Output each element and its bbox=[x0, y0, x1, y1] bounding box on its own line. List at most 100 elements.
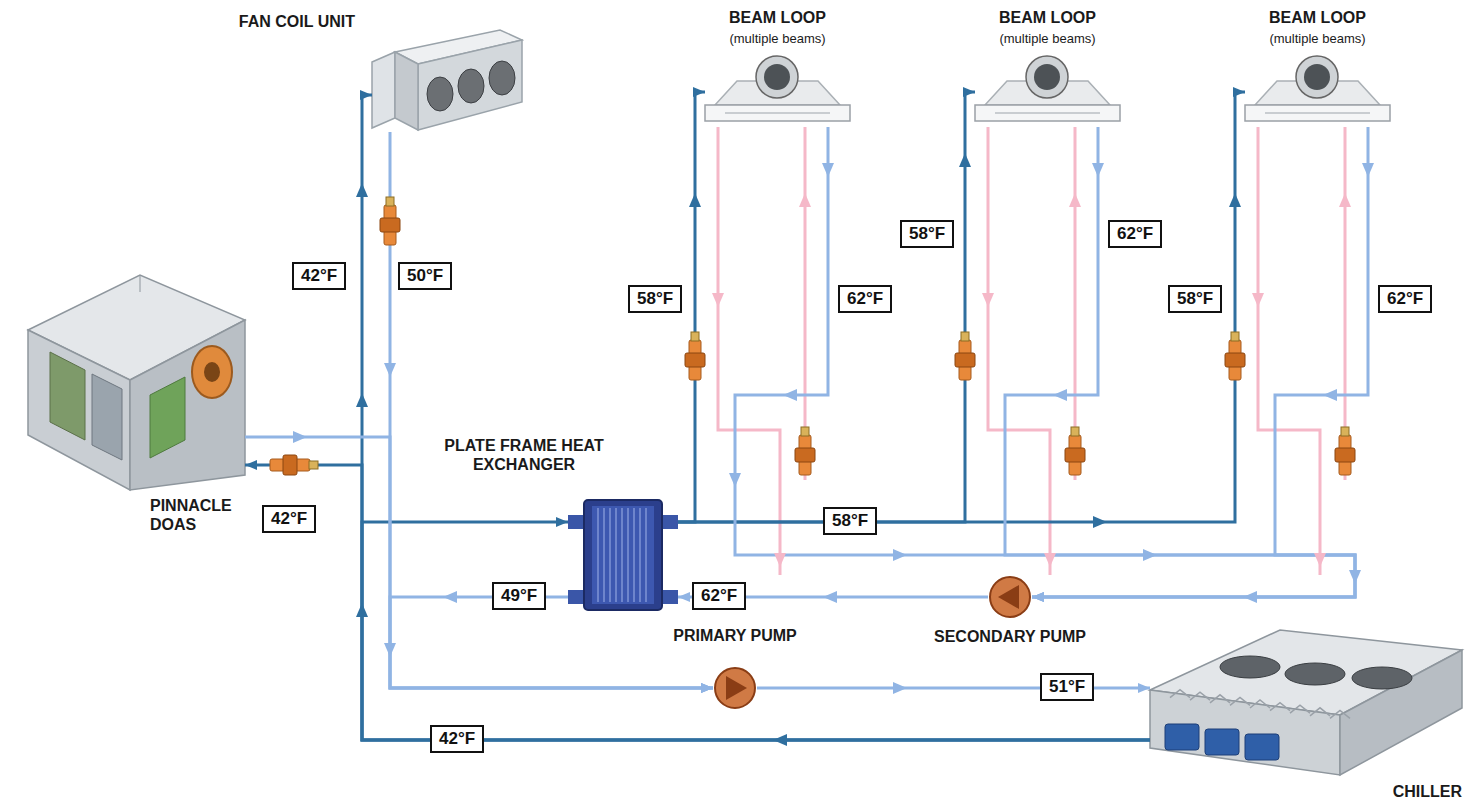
equipment-area: FAN COIL UNIT bbox=[372, 30, 522, 132]
control-valve bbox=[1225, 332, 1245, 380]
flow-arrow bbox=[893, 682, 907, 694]
equipment-area: CHILLER bbox=[1150, 625, 1462, 775]
equipment-label: BEAM LOOP bbox=[1235, 8, 1400, 27]
beam-recirculation-line bbox=[988, 127, 1050, 575]
control-valve bbox=[795, 427, 815, 475]
pump-circle bbox=[998, 585, 1019, 609]
doas-unit-picture bbox=[192, 346, 232, 398]
beam-recirculation-line bbox=[718, 127, 1345, 575]
heat-exchanger-picture bbox=[568, 500, 678, 610]
fan-coil-picture bbox=[427, 77, 453, 111]
temperature-box: 62°F bbox=[1108, 220, 1162, 248]
temperature-box: 62°F bbox=[838, 285, 892, 313]
equipment-label: (multiple beams) bbox=[965, 31, 1130, 47]
flow-arrow bbox=[293, 431, 307, 443]
equipment-illustration bbox=[705, 56, 850, 121]
heat-exchanger-picture bbox=[627, 508, 629, 602]
temperature-label: 62°F bbox=[1117, 224, 1153, 244]
pump-circle bbox=[726, 676, 747, 700]
temperature-box: 62°F bbox=[1378, 285, 1432, 313]
pipe-connector bbox=[390, 597, 713, 688]
temperature-box: 50°F bbox=[398, 262, 452, 290]
heat-exchanger-picture bbox=[584, 500, 662, 610]
pump-symbol: SECONDARY PUMP bbox=[988, 575, 1032, 619]
flow-arrow bbox=[356, 603, 368, 617]
control-valve bbox=[270, 455, 318, 475]
temperature-label: 42°F bbox=[301, 266, 337, 286]
flow-arrow bbox=[1092, 163, 1104, 177]
temperature-box: 42°F bbox=[430, 725, 484, 753]
temperature-label: 62°F bbox=[1387, 289, 1423, 309]
equipment-illustration bbox=[975, 56, 1120, 121]
fan-coil-picture bbox=[489, 61, 515, 95]
heat-exchanger-picture bbox=[597, 508, 599, 602]
flow-arrow bbox=[293, 153, 1374, 746]
doas-unit-picture bbox=[50, 352, 85, 440]
control-valve bbox=[270, 197, 1355, 475]
chiller-picture bbox=[1310, 708, 1330, 716]
temperature-box: 58°F bbox=[823, 507, 877, 535]
heat-exchanger-picture bbox=[639, 508, 641, 602]
fan-coil-picture bbox=[418, 40, 522, 130]
chiller-picture bbox=[1340, 650, 1462, 775]
temperature-box: 42°F bbox=[262, 505, 316, 533]
pipe-connector bbox=[245, 437, 713, 688]
temperature-box: 49°F bbox=[492, 582, 546, 610]
pump-circle bbox=[988, 575, 1032, 619]
temperature-box: 42°F bbox=[292, 262, 346, 290]
chiller-picture bbox=[1245, 734, 1279, 760]
equipment-label: PINNACLE DOAS bbox=[150, 496, 245, 534]
temperature-box: 58°F bbox=[900, 220, 954, 248]
chiller-picture bbox=[1352, 667, 1412, 689]
flow-arrow bbox=[443, 591, 457, 603]
flow-arrow bbox=[982, 293, 994, 307]
pump-circle bbox=[715, 668, 755, 708]
flow-arrow bbox=[799, 193, 811, 207]
equipment-area: PINNACLE DOAS bbox=[28, 270, 245, 490]
temperature-box: 58°F bbox=[628, 285, 682, 313]
chiller-picture bbox=[1190, 692, 1210, 700]
doas-unit-picture bbox=[130, 320, 245, 490]
pipe-connector bbox=[1005, 127, 1355, 597]
chiller-picture bbox=[1205, 729, 1239, 755]
equipment-label: PRIMARY PUMP bbox=[653, 626, 817, 645]
chiller-picture bbox=[1285, 663, 1345, 685]
heat-exchanger-picture bbox=[609, 508, 611, 602]
equipment-illustration bbox=[1245, 56, 1390, 121]
equipment-label: SECONDARY PUMP bbox=[928, 627, 1092, 646]
flow-arrow bbox=[1143, 549, 1157, 561]
flow-arrow bbox=[959, 153, 971, 167]
equipment-label: (multiple beams) bbox=[1235, 31, 1400, 47]
temperature-label: 58°F bbox=[637, 289, 673, 309]
flow-arrow bbox=[356, 183, 368, 197]
equipment-area: BEAM LOOP(multiple beams) bbox=[705, 55, 850, 127]
chiller-picture bbox=[1210, 695, 1230, 703]
pipe-connector bbox=[245, 465, 1150, 740]
fan-coil-picture bbox=[458, 69, 484, 103]
flow-arrow bbox=[773, 734, 787, 746]
heat-exchanger-picture bbox=[615, 508, 617, 602]
chiller-picture bbox=[1150, 690, 1340, 775]
flow-arrow bbox=[774, 553, 786, 567]
pump-circle bbox=[713, 666, 757, 710]
temperature-label: 42°F bbox=[271, 509, 307, 529]
flow-arrow bbox=[893, 549, 907, 561]
control-valve bbox=[955, 332, 975, 380]
beam-recirculation-line bbox=[718, 127, 780, 575]
doas-unit-picture bbox=[28, 275, 245, 490]
chiller-picture bbox=[1230, 697, 1250, 705]
temperature-box: 51°F bbox=[1040, 673, 1094, 701]
doas-unit-picture bbox=[92, 374, 122, 460]
pump-circle bbox=[990, 577, 1030, 617]
heat-exchanger-picture bbox=[633, 508, 635, 602]
control-valve bbox=[380, 197, 400, 245]
doas-unit-picture bbox=[204, 362, 220, 382]
pipe-connector bbox=[390, 132, 713, 688]
fan-coil-picture bbox=[395, 52, 418, 130]
temperature-box: 62°F bbox=[692, 582, 746, 610]
fan-coil-picture bbox=[372, 52, 395, 128]
pipe-connector bbox=[362, 95, 1150, 740]
equipment-label: BEAM LOOP bbox=[695, 8, 860, 27]
heat-exchanger-picture bbox=[621, 508, 623, 602]
flow-arrow bbox=[783, 389, 797, 401]
